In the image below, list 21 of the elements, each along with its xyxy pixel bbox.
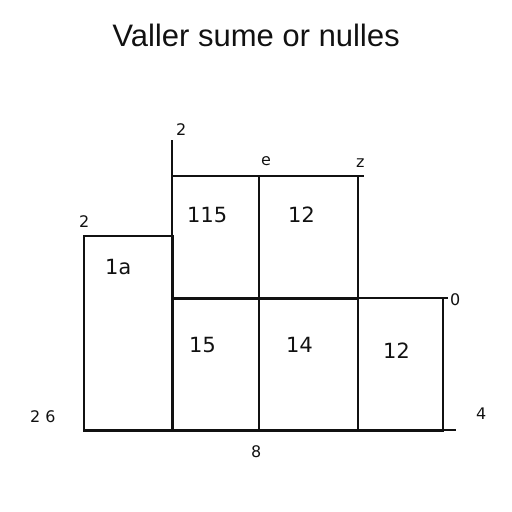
axis-label: 2 [79,212,90,231]
axis-label: 2 [176,120,186,139]
cell-value: 1a [105,255,132,279]
title: Valler sume or nulles [111,18,401,54]
axis-label: 4 [476,404,486,423]
axis-label: 0 [450,290,460,309]
grid-cell [357,297,444,432]
grid-cell [258,175,359,300]
grid-cell [171,297,260,432]
cell-value: 12 [383,339,410,363]
cell-value: 115 [187,203,228,227]
axis-label: 2 6 [30,407,56,426]
axis-label: z [356,152,364,171]
axis-label: e [261,150,271,169]
grid-cell [258,297,359,432]
grid-cell [171,175,260,300]
cell-value: 15 [189,333,216,357]
axis-label: 8 [251,442,262,461]
cell-value: 14 [286,333,313,357]
cell-value: 12 [288,203,315,227]
grid-cell [83,235,174,432]
